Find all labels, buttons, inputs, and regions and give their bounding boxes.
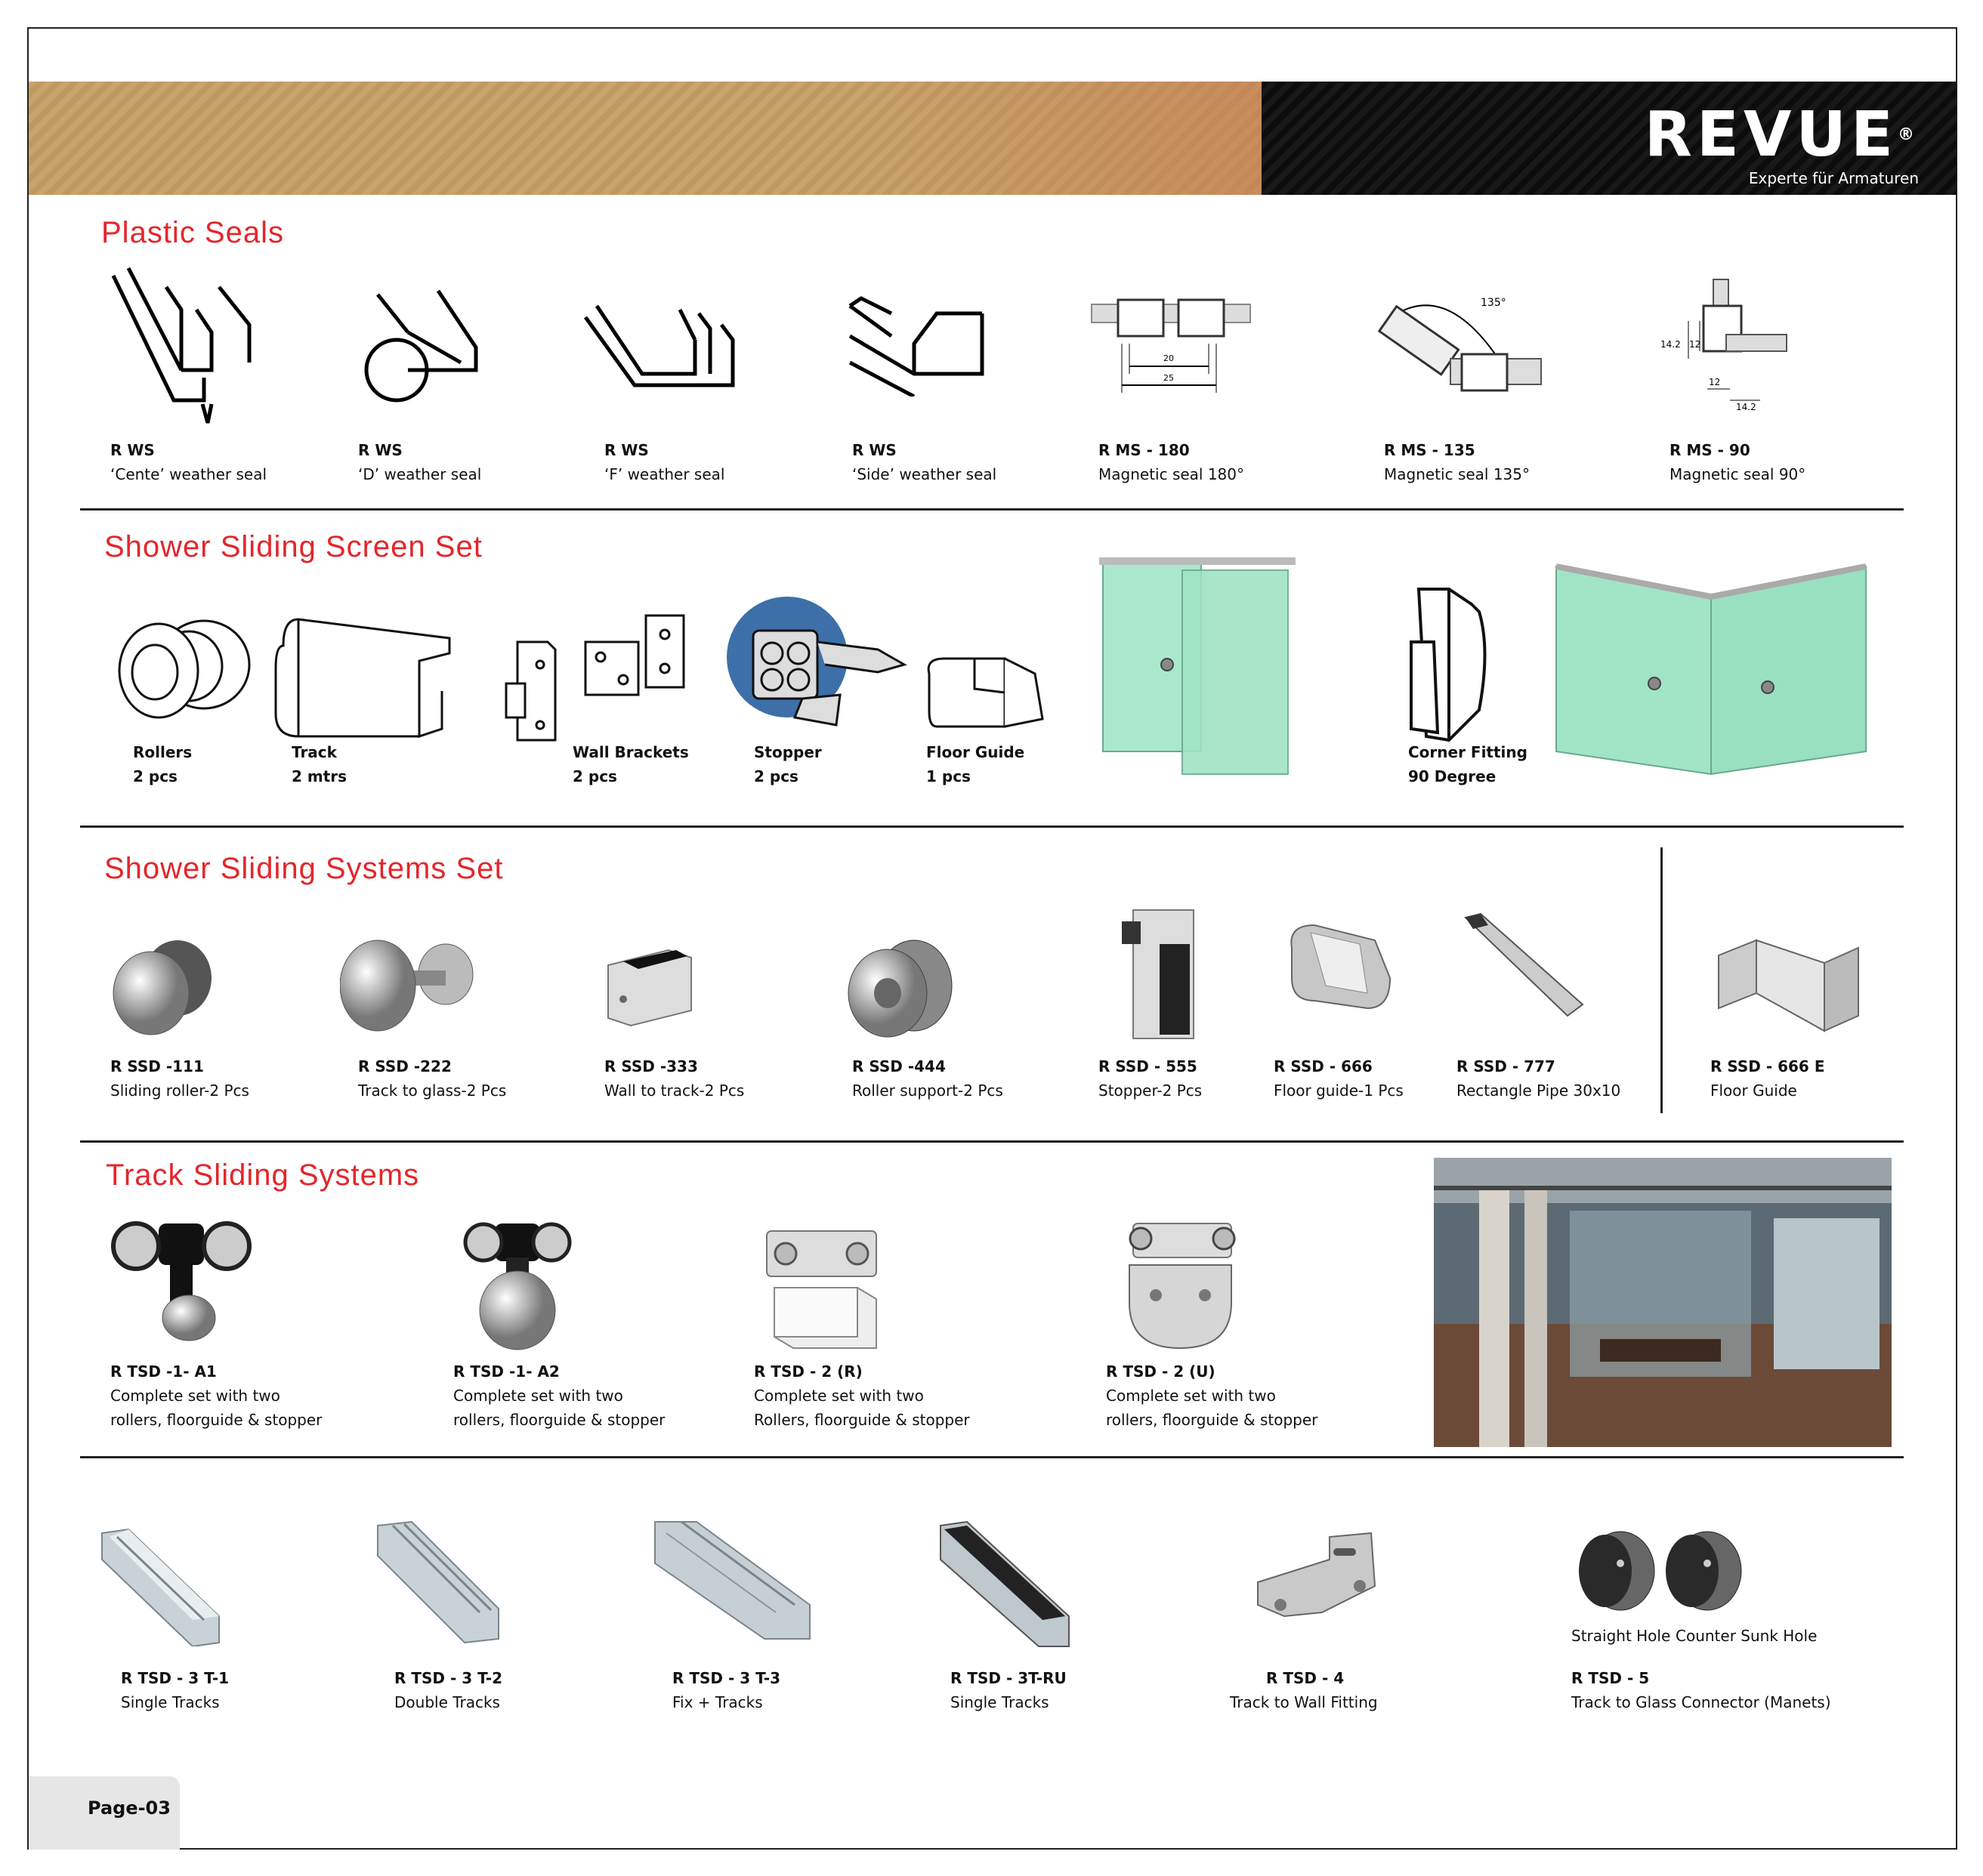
tsd-1-a2-icon [463, 1222, 572, 1350]
track-icon [274, 618, 451, 739]
dim-14-2-vert: 14.2 [1660, 339, 1681, 350]
tsd-3-t1-single-track-icon [101, 1528, 220, 1646]
tsd-3-t2-double-track-icon [377, 1520, 499, 1644]
stopper-icon [727, 597, 907, 727]
dim-12-horiz: 12 [1709, 377, 1720, 387]
dim-20: 20 [1163, 353, 1174, 363]
label-straight-hole: Straight Hole [1571, 1627, 1671, 1645]
angle-135: 135° [1481, 297, 1506, 309]
tsd-1-a1-icon [111, 1221, 252, 1341]
brand-name: REVUE [1644, 99, 1898, 171]
cente-seal-icon [111, 267, 252, 424]
divider-3 [80, 1140, 1904, 1143]
banner-gold-band [29, 82, 1262, 195]
tsd-3-t3-fix-track-icon [654, 1520, 811, 1640]
corner-fitting-icon [1410, 588, 1487, 742]
ssd-111-roller-icon [113, 940, 212, 1035]
tsd-2-r-icon [766, 1230, 877, 1349]
page-frame [27, 27, 1957, 1850]
caption-plastic-seal-2: R WS‘D’ weather seal [358, 441, 482, 483]
ssd-444-roller-support-icon [848, 940, 953, 1038]
ssd-333-wall-track-icon [607, 949, 692, 1027]
caption-plastic-seal-1: R WS‘Cente’ weather seal [110, 441, 267, 483]
section-title-track-systems: Track Sliding Systems [106, 1159, 420, 1192]
office-glass-partition-photo [1434, 1158, 1892, 1447]
registered-mark: ® [1898, 125, 1919, 144]
tsd-3t-ru-single-track-icon [940, 1520, 1070, 1647]
divider-4 [80, 1456, 1904, 1458]
ssd-666e-floor-guide-icon [1718, 939, 1859, 1032]
ssd-222-track-glass-icon [340, 940, 474, 1032]
tsd-5-manet-connectors-icon [1579, 1531, 1742, 1611]
tsd-4-wall-fitting-icon [1257, 1532, 1376, 1618]
floor-guide-icon [927, 657, 1044, 728]
caption-plastic-seal-4: R WS‘Side’ weather seal [852, 441, 997, 483]
page-number-tab: Page-03 [29, 1776, 180, 1850]
banner-black-band: REVUE® Experte für Armaturen [1262, 82, 1957, 195]
side-seal-icon [848, 296, 984, 396]
divider-1 [80, 508, 1904, 511]
dim-12-vert: 12 [1689, 339, 1700, 350]
section-title-screen-set: Shower Sliding Screen Set [104, 530, 483, 563]
magnetic-seal-180-icon: 20 25 [1091, 298, 1251, 393]
section-title-systems-set: Shower Sliding Systems Set [104, 852, 504, 885]
sliding-screen-photo [1099, 551, 1296, 785]
divider-2 [80, 825, 1904, 828]
roller-icon [118, 619, 251, 719]
d-seal-icon [364, 289, 478, 403]
wall-brackets-icon [505, 614, 685, 742]
dim-25: 25 [1163, 373, 1174, 383]
magnetic-seal-135-icon: 135° [1377, 297, 1542, 392]
f-seal-icon [583, 304, 735, 387]
page-number: Page-03 [88, 1797, 171, 1819]
corner-screen-photo [1552, 563, 1870, 782]
tsd-2-u-icon [1129, 1223, 1236, 1350]
vertical-divider [1660, 847, 1663, 1113]
magnetic-seal-90-icon: 14.2 12 12 14.2 [1660, 279, 1787, 412]
caption-plastic-seal-3: R WS‘F’ weather seal [604, 441, 725, 483]
brand-tagline: Experte für Armaturen [1748, 169, 1919, 187]
label-counter-sunk-hole: Counter Sunk Hole [1676, 1627, 1818, 1645]
dim-14-2-horiz: 14.2 [1736, 402, 1756, 412]
ssd-777-rectangle-pipe-icon [1464, 912, 1584, 1017]
ssd-666-floor-guide-icon [1290, 924, 1391, 1010]
ssd-555-stopper-icon [1122, 909, 1194, 1039]
section-title-plastic-seals: Plastic Seals [101, 216, 284, 249]
brand-logo: REVUE® Experte für Armaturen [1645, 104, 1919, 188]
